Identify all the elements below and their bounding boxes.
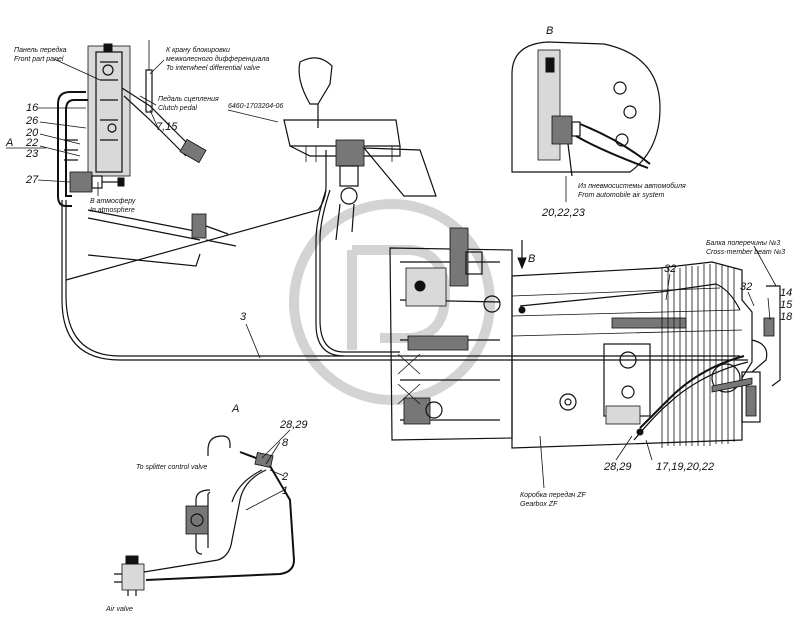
gearbox-caption-ru: Коробка передач ZF bbox=[520, 491, 586, 499]
view-b-arrow bbox=[517, 240, 527, 270]
gearbox-caption-en: Gearbox ZF bbox=[520, 501, 558, 508]
callout-16: 16 bbox=[26, 102, 39, 114]
diff-valve-caption-en: To interwheel differential valve bbox=[166, 65, 260, 72]
callout-22: 22 bbox=[25, 137, 38, 149]
callout-28-29-a: 28,29 bbox=[279, 419, 308, 431]
crossbeam-caption-ru: Балка поперечины №3 bbox=[706, 240, 780, 247]
diff-valve-caption-ru-1: К крану блокировки bbox=[166, 46, 230, 54]
callout-32-left: 32 bbox=[664, 263, 676, 275]
front-panel-caption-en: Front part panel bbox=[14, 56, 64, 63]
pipes-left bbox=[57, 91, 748, 361]
callout-2: 2 bbox=[281, 471, 288, 483]
callout-15: 15 bbox=[780, 299, 793, 311]
view-b-arrow-label: B bbox=[528, 253, 535, 265]
clutch-pedal-caption-en: Clutch pedal bbox=[158, 105, 197, 112]
front-panel-caption-ru: Панель передка bbox=[14, 46, 67, 54]
callout-26: 26 bbox=[25, 115, 39, 127]
callout-14: 14 bbox=[780, 287, 792, 299]
pipes-center bbox=[65, 150, 400, 357]
callout-3: 3 bbox=[240, 311, 247, 323]
air-system-caption-en: From automobile air system bbox=[578, 192, 665, 199]
atmosphere-caption-en: In atmosphere bbox=[90, 207, 135, 214]
section-a-label: A bbox=[5, 137, 13, 149]
leader-lines bbox=[6, 58, 777, 511]
callout-17-19-20-22: 17,19,20,22 bbox=[656, 461, 714, 473]
callout-20-22-23-b: 20,22,23 bbox=[541, 207, 586, 219]
crossbeam-caption-en: Cross-member beam №3 bbox=[706, 249, 785, 256]
callout-28-29-gearbox: 28,29 bbox=[603, 461, 632, 473]
callout-7-15: 7,15 bbox=[156, 121, 178, 133]
diff-valve-caption-ru-2: межколесного дифференциала bbox=[166, 55, 269, 63]
view-b-title: B bbox=[546, 25, 553, 37]
view-b-detail bbox=[511, 41, 661, 177]
callout-8: 8 bbox=[282, 437, 289, 449]
atmosphere-caption-ru: В атмосферу bbox=[90, 198, 136, 205]
gear-shift-assembly bbox=[283, 57, 437, 241]
callout-20: 20 bbox=[25, 127, 39, 139]
air-system-caption-ru: Из пневмосистемы автомобиля bbox=[578, 182, 686, 190]
part-number-caption: 6460-1703204-06 bbox=[228, 103, 283, 110]
callout-23: 23 bbox=[25, 148, 39, 160]
air-valve-caption: Air valve bbox=[105, 606, 133, 613]
callout-18: 18 bbox=[780, 311, 793, 323]
clutch-pedal-caption-ru: Педаль сцепления bbox=[158, 95, 219, 103]
callout-27: 27 bbox=[25, 174, 39, 186]
callout-1: 1 bbox=[282, 485, 288, 497]
view-a-detail bbox=[114, 435, 296, 596]
front-panel-assembly bbox=[69, 40, 237, 267]
view-a-title: A bbox=[231, 403, 239, 415]
splitter-valve-caption: To splitter control valve bbox=[136, 464, 207, 471]
callout-32-right: 32 bbox=[740, 281, 752, 293]
gearbox-body bbox=[389, 227, 781, 449]
